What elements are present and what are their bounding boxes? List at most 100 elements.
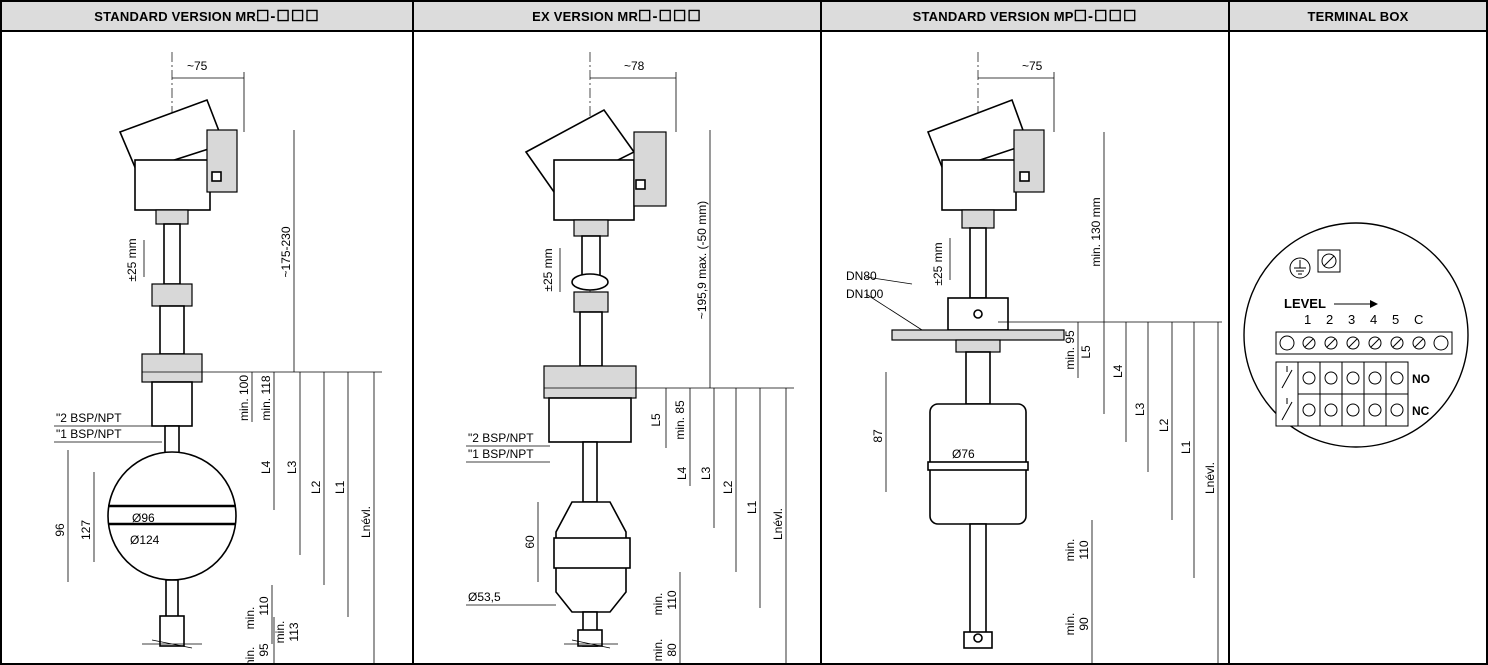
dim-lnevl: Lnévl. — [771, 508, 785, 540]
arrow-right-icon — [1370, 300, 1378, 308]
dim-dia76: Ø76 — [952, 447, 975, 461]
thread-2in: "2 BSP/NPT — [468, 431, 534, 445]
dim-head-height: ~175-230 — [279, 226, 293, 277]
svg-text:5: 5 — [1392, 312, 1399, 327]
housing-body — [941, 159, 1017, 211]
svg-text:1: 1 — [1304, 312, 1311, 327]
dim-87: 87 — [871, 429, 885, 443]
flange — [891, 329, 1065, 341]
level-label: LEVEL — [1284, 296, 1326, 311]
dim-lnevl: Lnévl. — [1203, 462, 1217, 494]
dim-adjust: ±25 mm — [541, 248, 555, 291]
process-connection — [548, 397, 632, 443]
mp-standard-drawing: ~75 min. 130 mm ±25 mm DN80 DN100 min. 9… — [846, 52, 1222, 665]
svg-text:min.: min. — [1063, 613, 1077, 636]
dim-min100: min. 100 — [237, 375, 251, 421]
dim-l2: L2 — [1157, 418, 1171, 432]
dim-l4: L4 — [259, 460, 273, 474]
dim-l2: L2 — [309, 480, 323, 494]
flange-dn80: DN80 — [846, 269, 877, 283]
panel-title: EX VERSION MR☐-☐☐☐ — [414, 2, 820, 32]
panel-drawing: ~78 ~195,9 max. (-50 mm) ±25 mm L5 min. … — [414, 32, 820, 665]
label-nc: NC — [1412, 404, 1430, 418]
contact-rows — [1275, 361, 1409, 427]
dim-110: 110 — [1077, 540, 1091, 559]
svg-text:2: 2 — [1326, 312, 1333, 327]
dim-dia124: Ø124 — [130, 533, 160, 547]
terminal-numbers: 1 2 3 4 5 C — [1304, 312, 1423, 327]
mr-ex-drawing: ~78 ~195,9 max. (-50 mm) ±25 mm L5 min. … — [466, 52, 794, 665]
dim-l3: L3 — [1133, 402, 1147, 416]
dim-width: ~75 — [1022, 59, 1043, 73]
terminal-box-drawing: LEVEL 1 2 3 4 5 C — [1243, 222, 1469, 448]
dim-l5: L5 — [649, 413, 663, 427]
process-connection — [151, 381, 193, 427]
extension-tube — [163, 223, 181, 285]
cable-gland — [633, 131, 667, 207]
float-ball — [107, 451, 237, 581]
thread-1in: "1 BSP/NPT — [56, 427, 122, 441]
hex-nut — [543, 365, 637, 399]
svg-text:3: 3 — [1348, 312, 1355, 327]
dim-min130: min. 130 mm — [1089, 197, 1103, 266]
dim-l3: L3 — [699, 466, 713, 480]
extension-tube — [581, 235, 601, 277]
svg-text:min.: min. — [651, 639, 665, 662]
dim-127: 127 — [79, 520, 93, 540]
hex-nut — [141, 353, 203, 383]
housing-body — [134, 159, 211, 211]
earth-screw-icon — [211, 171, 222, 182]
dim-min95: min. 95 — [1063, 330, 1077, 370]
dim-head-height: ~195,9 max. (-50 mm) — [695, 201, 709, 319]
dim-dia535: Ø53,5 — [468, 590, 501, 604]
bolt-icon — [973, 309, 983, 319]
panel-title: STANDARD VERSION MR☐-☐☐☐ — [2, 2, 412, 32]
panel-drawing: ~75 ~175-230 ±25 mm min. 100 min. 118 "2… — [2, 32, 412, 665]
dim-l4: L4 — [1111, 364, 1125, 378]
dim-l3: L3 — [285, 460, 299, 474]
dim-l4: L4 — [675, 466, 689, 480]
dim-96: 96 — [53, 523, 67, 537]
dim-min118: min. 118 — [259, 375, 273, 420]
dim-110: 110 — [665, 590, 679, 609]
dim-90: 90 — [1077, 617, 1091, 631]
panel-title: TERMINAL BOX — [1230, 2, 1486, 32]
dim-110: 110 — [257, 596, 271, 615]
dim-dia96: Ø96 — [132, 511, 155, 525]
dim-min85: min. 85 — [673, 400, 687, 440]
dim-l1: L1 — [745, 500, 759, 514]
panel-drawing: LEVEL 1 2 3 4 5 C — [1230, 32, 1486, 663]
flange-dn100: DN100 — [846, 287, 884, 301]
svg-text:min.: min. — [243, 607, 257, 630]
svg-text:min.: min. — [651, 593, 665, 616]
dim-l1: L1 — [1179, 440, 1193, 454]
dim-adjust: ±25 mm — [125, 238, 139, 281]
dim-l1: L1 — [333, 480, 347, 494]
dim-l2: L2 — [721, 480, 735, 494]
dim-lnevl: Lnévl. — [359, 506, 373, 538]
extension-tube — [969, 227, 987, 299]
svg-text:min.: min. — [273, 621, 287, 644]
cable-gland — [1013, 129, 1045, 193]
panel-mr-standard: STANDARD VERSION MR☐-☐☐☐ — [2, 2, 414, 665]
thread-1in: "1 BSP/NPT — [468, 447, 534, 461]
dim-80: 80 — [665, 643, 679, 657]
earth-screw-icon — [635, 179, 646, 190]
dim-adjust: ±25 mm — [931, 242, 945, 285]
mr-standard-drawing: ~75 ~175-230 ±25 mm min. 100 min. 118 "2… — [53, 52, 382, 665]
svg-text:C: C — [1414, 312, 1423, 327]
dim-l5: L5 — [1079, 345, 1093, 359]
dim-113: 113 — [287, 622, 301, 641]
terminal-strip — [1275, 331, 1453, 355]
earth-screw-icon — [1019, 171, 1030, 182]
panel-mp-standard: STANDARD VERSION MP☐-☐☐☐ — [822, 2, 1230, 665]
svg-text:4: 4 — [1370, 312, 1377, 327]
panel-title: STANDARD VERSION MP☐-☐☐☐ — [822, 2, 1228, 32]
dim-width: ~78 — [624, 59, 645, 73]
dim-60: 60 — [523, 535, 537, 549]
dim-width: ~75 — [187, 59, 208, 73]
cable-gland — [206, 129, 238, 193]
svg-text:min.: min. — [243, 647, 257, 665]
dim-95: 95 — [257, 643, 271, 657]
